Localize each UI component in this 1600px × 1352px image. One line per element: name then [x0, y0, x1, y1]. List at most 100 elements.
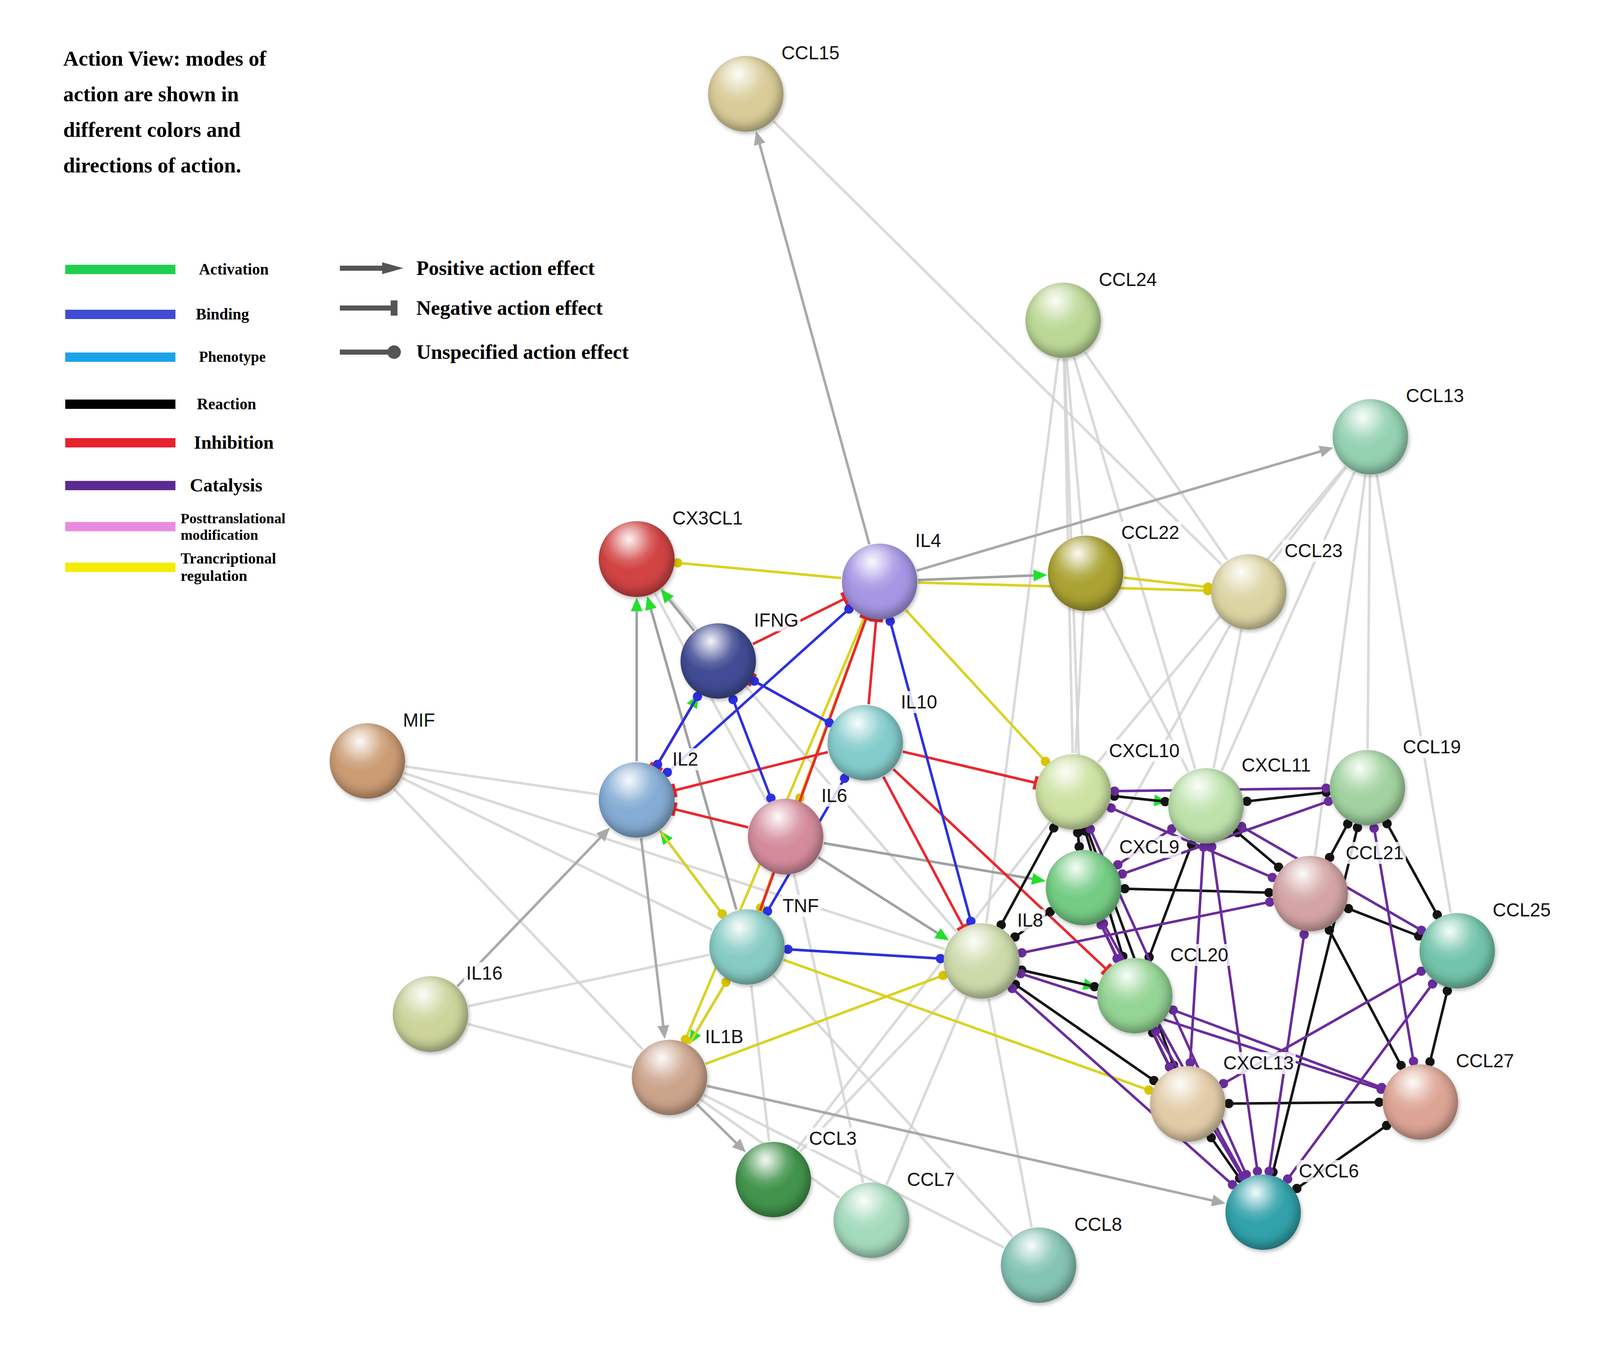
interaction-edge	[1367, 475, 1370, 750]
legend-swatch	[65, 562, 176, 573]
protein-node: CCL7	[833, 1182, 909, 1259]
protein-node: TNF	[709, 909, 785, 985]
protein-node: CCL22	[1047, 535, 1124, 612]
interaction-edge	[641, 838, 670, 1039]
node-label: CCL15	[779, 41, 842, 64]
legend-text: Positive action effect	[416, 256, 595, 281]
interaction-edge	[403, 773, 945, 950]
protein-node: CCL27	[1382, 1064, 1459, 1140]
protein-node: CCL20	[1097, 958, 1173, 1034]
interaction-edge	[659, 830, 724, 917]
legend-text: Phenotype	[199, 348, 267, 366]
interaction-edge	[886, 996, 967, 1185]
protein-node: CCL23	[1211, 554, 1287, 630]
protein-node: IL10	[827, 705, 903, 781]
node-label: CXCL6	[1296, 1160, 1362, 1183]
interaction-edge	[748, 674, 832, 725]
protein-node: IL6	[747, 798, 824, 875]
interaction-edge	[823, 843, 1046, 885]
protein-node: IFNG	[680, 623, 756, 699]
effect-sample	[339, 299, 404, 317]
node-label: CCL22	[1119, 521, 1182, 544]
interaction-edge	[1016, 965, 1100, 992]
protein-node: IL16	[392, 976, 469, 1052]
node-label: CCL21	[1343, 841, 1406, 864]
interaction-edge	[1098, 919, 1248, 1181]
interaction-edge	[1109, 791, 1170, 807]
protein-node: CXCL10	[1035, 754, 1112, 830]
legend-text: Unspecified action effect	[416, 340, 629, 364]
interaction-edge	[1232, 827, 1284, 873]
node-label: CCL3	[806, 1127, 859, 1150]
node-label: CCL20	[1168, 944, 1231, 967]
protein-node: CCL24	[1025, 282, 1101, 359]
interaction-edge	[661, 588, 957, 932]
interaction-edge	[783, 944, 946, 964]
node-label: TNF	[780, 894, 822, 917]
legend-text: Trancriptional regulation	[180, 549, 316, 585]
interaction-edge	[1292, 1120, 1392, 1194]
node-label: CXCL9	[1116, 836, 1182, 859]
interaction-edge	[1103, 607, 1189, 772]
protein-node: CXCL6	[1225, 1174, 1301, 1250]
interaction-edge	[885, 616, 976, 926]
interaction-edge	[818, 857, 950, 941]
interaction-edge	[1268, 822, 1362, 1177]
node-label: CCL25	[1490, 899, 1553, 922]
legend-swatch	[65, 352, 176, 362]
interaction-edge	[1236, 822, 1426, 936]
interaction-edge	[405, 766, 599, 795]
protein-node: CCL25	[1419, 913, 1495, 989]
node-label: MIF	[400, 709, 438, 732]
legend-text: Posttranslational modification	[180, 509, 316, 543]
effect-sample	[339, 343, 404, 361]
interaction-edge	[630, 597, 643, 762]
interaction-edge	[659, 830, 727, 919]
protein-node: CCL8	[1000, 1227, 1077, 1303]
node-label: CCL7	[905, 1168, 958, 1191]
legend-swatch	[65, 438, 176, 448]
interaction-edge	[1213, 629, 1242, 769]
interaction-edge	[918, 569, 1048, 582]
node-label: CXCL11	[1239, 754, 1313, 777]
protein-node: CCL21	[1272, 855, 1348, 932]
node-label: IL1B	[702, 1025, 746, 1048]
legend-swatch	[65, 399, 176, 409]
legend-text: Activation	[199, 260, 269, 279]
interaction-edge	[672, 802, 749, 828]
protein-node: CXCL13	[1150, 1066, 1226, 1142]
node-label: IL2	[670, 748, 701, 771]
interaction-edge	[672, 558, 842, 579]
node-label: IL10	[898, 691, 940, 714]
interaction-edge	[660, 589, 695, 632]
legend-swatch	[65, 480, 176, 491]
protein-node: IL4	[841, 543, 918, 620]
interaction-edge	[1382, 819, 1442, 920]
interaction-edge	[705, 970, 948, 1064]
interaction-edge	[916, 445, 1334, 571]
protein-node: CXCL9	[1045, 850, 1122, 926]
node-label: CCL23	[1282, 539, 1345, 562]
interaction-edge	[905, 610, 1050, 767]
interaction-edge	[1124, 577, 1213, 592]
interaction-edge	[1075, 611, 1084, 753]
node-label: CXCL10	[1106, 739, 1182, 762]
interaction-edge	[1085, 352, 1228, 560]
protein-node: CCL15	[708, 55, 784, 132]
interaction-edge	[751, 985, 770, 1142]
effect-sample	[339, 259, 404, 277]
node-label: CCL19	[1400, 736, 1464, 759]
interaction-edge	[1010, 907, 1055, 942]
protein-node: CCL13	[1332, 399, 1409, 475]
protein-node: CX3CL1	[598, 521, 675, 597]
protein-node: IL2	[598, 762, 675, 838]
legend-text: Inhibition	[194, 432, 274, 454]
legend-text: Negative action effect	[416, 296, 603, 320]
node-label: CX3CL1	[670, 507, 745, 530]
interaction-edge	[785, 949, 946, 964]
node-label: IFNG	[751, 609, 801, 632]
interaction-edge	[797, 822, 1050, 1150]
legend-swatch	[65, 309, 176, 320]
